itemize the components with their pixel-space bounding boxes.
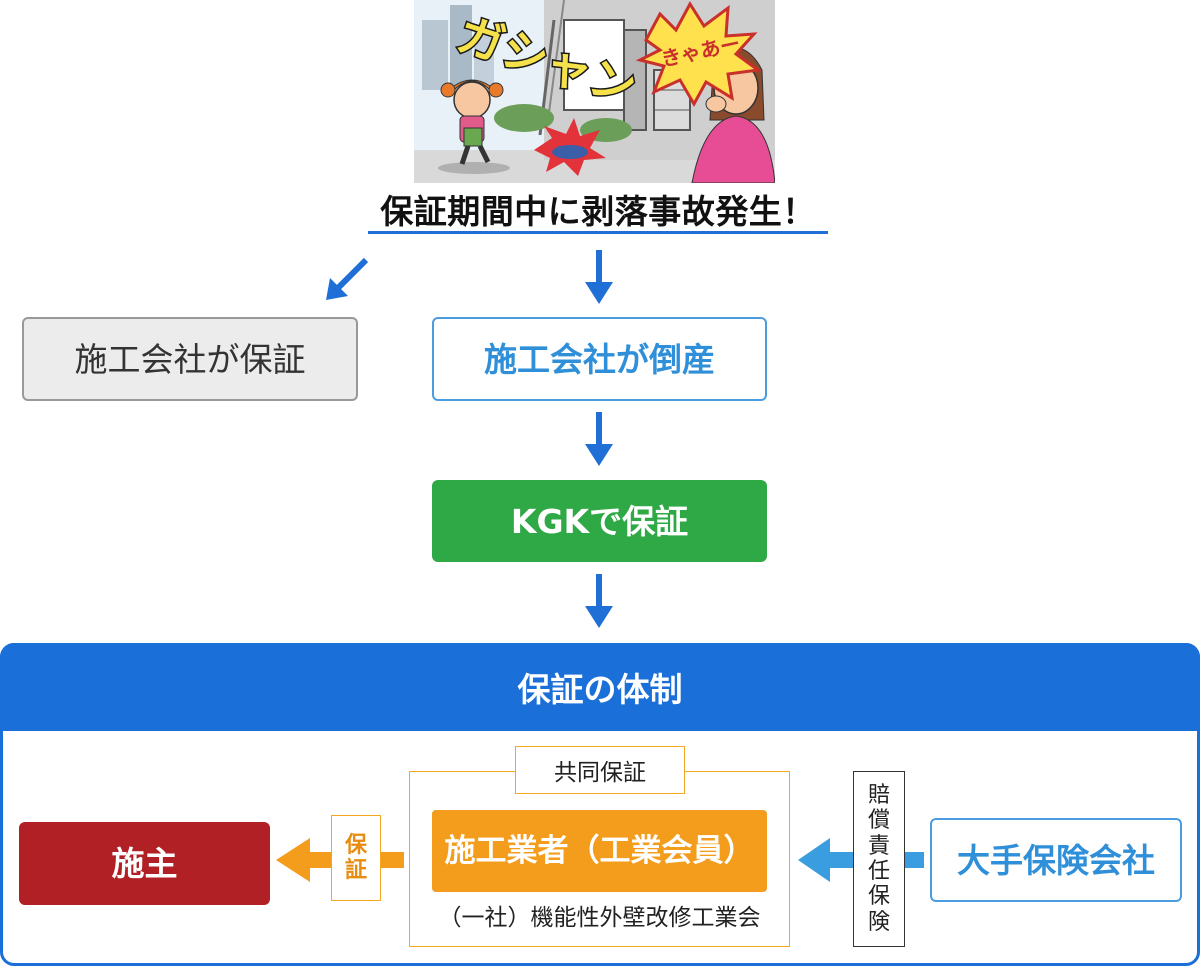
insurance-label-char: 保 bbox=[867, 884, 890, 910]
insurance-label-char: 賠 bbox=[867, 783, 890, 809]
arrow-down-icon-2 bbox=[585, 412, 613, 466]
guarantee-label-char: 保 bbox=[344, 832, 367, 858]
kgk-guarantee-box: KGKで保証 bbox=[432, 480, 767, 562]
contractor-member-box: 施工業者（工業会員） bbox=[432, 810, 767, 892]
contractor-bankrupt-box: 施工会社が倒産 bbox=[432, 317, 767, 401]
arrow-down-icon-1 bbox=[585, 250, 613, 304]
liability-insurance-label: 賠 償 責 任 保 険 bbox=[853, 771, 905, 947]
guarantee-label: 保 証 bbox=[331, 815, 381, 901]
insurance-label-char: 任 bbox=[867, 859, 890, 884]
headline: 保証期間中に剥落事故発生！ bbox=[380, 192, 816, 231]
insurance-label-char: 険 bbox=[867, 909, 890, 935]
arrow-down-left-icon bbox=[326, 257, 369, 300]
arrow-down-icon-3 bbox=[585, 574, 613, 628]
owner-box: 施主 bbox=[19, 822, 270, 905]
headline-underline bbox=[368, 231, 828, 234]
accident-illustration: きゃあー ガシャン bbox=[414, 0, 775, 183]
insurer-box: 大手保険会社 bbox=[930, 818, 1182, 902]
joint-guarantee-label: 共同保証 bbox=[515, 746, 685, 794]
insurance-label-char: 償 bbox=[867, 808, 890, 834]
association-name: （一社）機能性外壁改修工業会 bbox=[438, 905, 761, 931]
guarantee-label-char: 証 bbox=[344, 858, 367, 883]
contractor-guarantees-box: 施工会社が保証 bbox=[22, 317, 358, 401]
insurance-label-char: 責 bbox=[867, 833, 890, 859]
guarantee-system-title: 保証の体制 bbox=[0, 643, 1200, 731]
